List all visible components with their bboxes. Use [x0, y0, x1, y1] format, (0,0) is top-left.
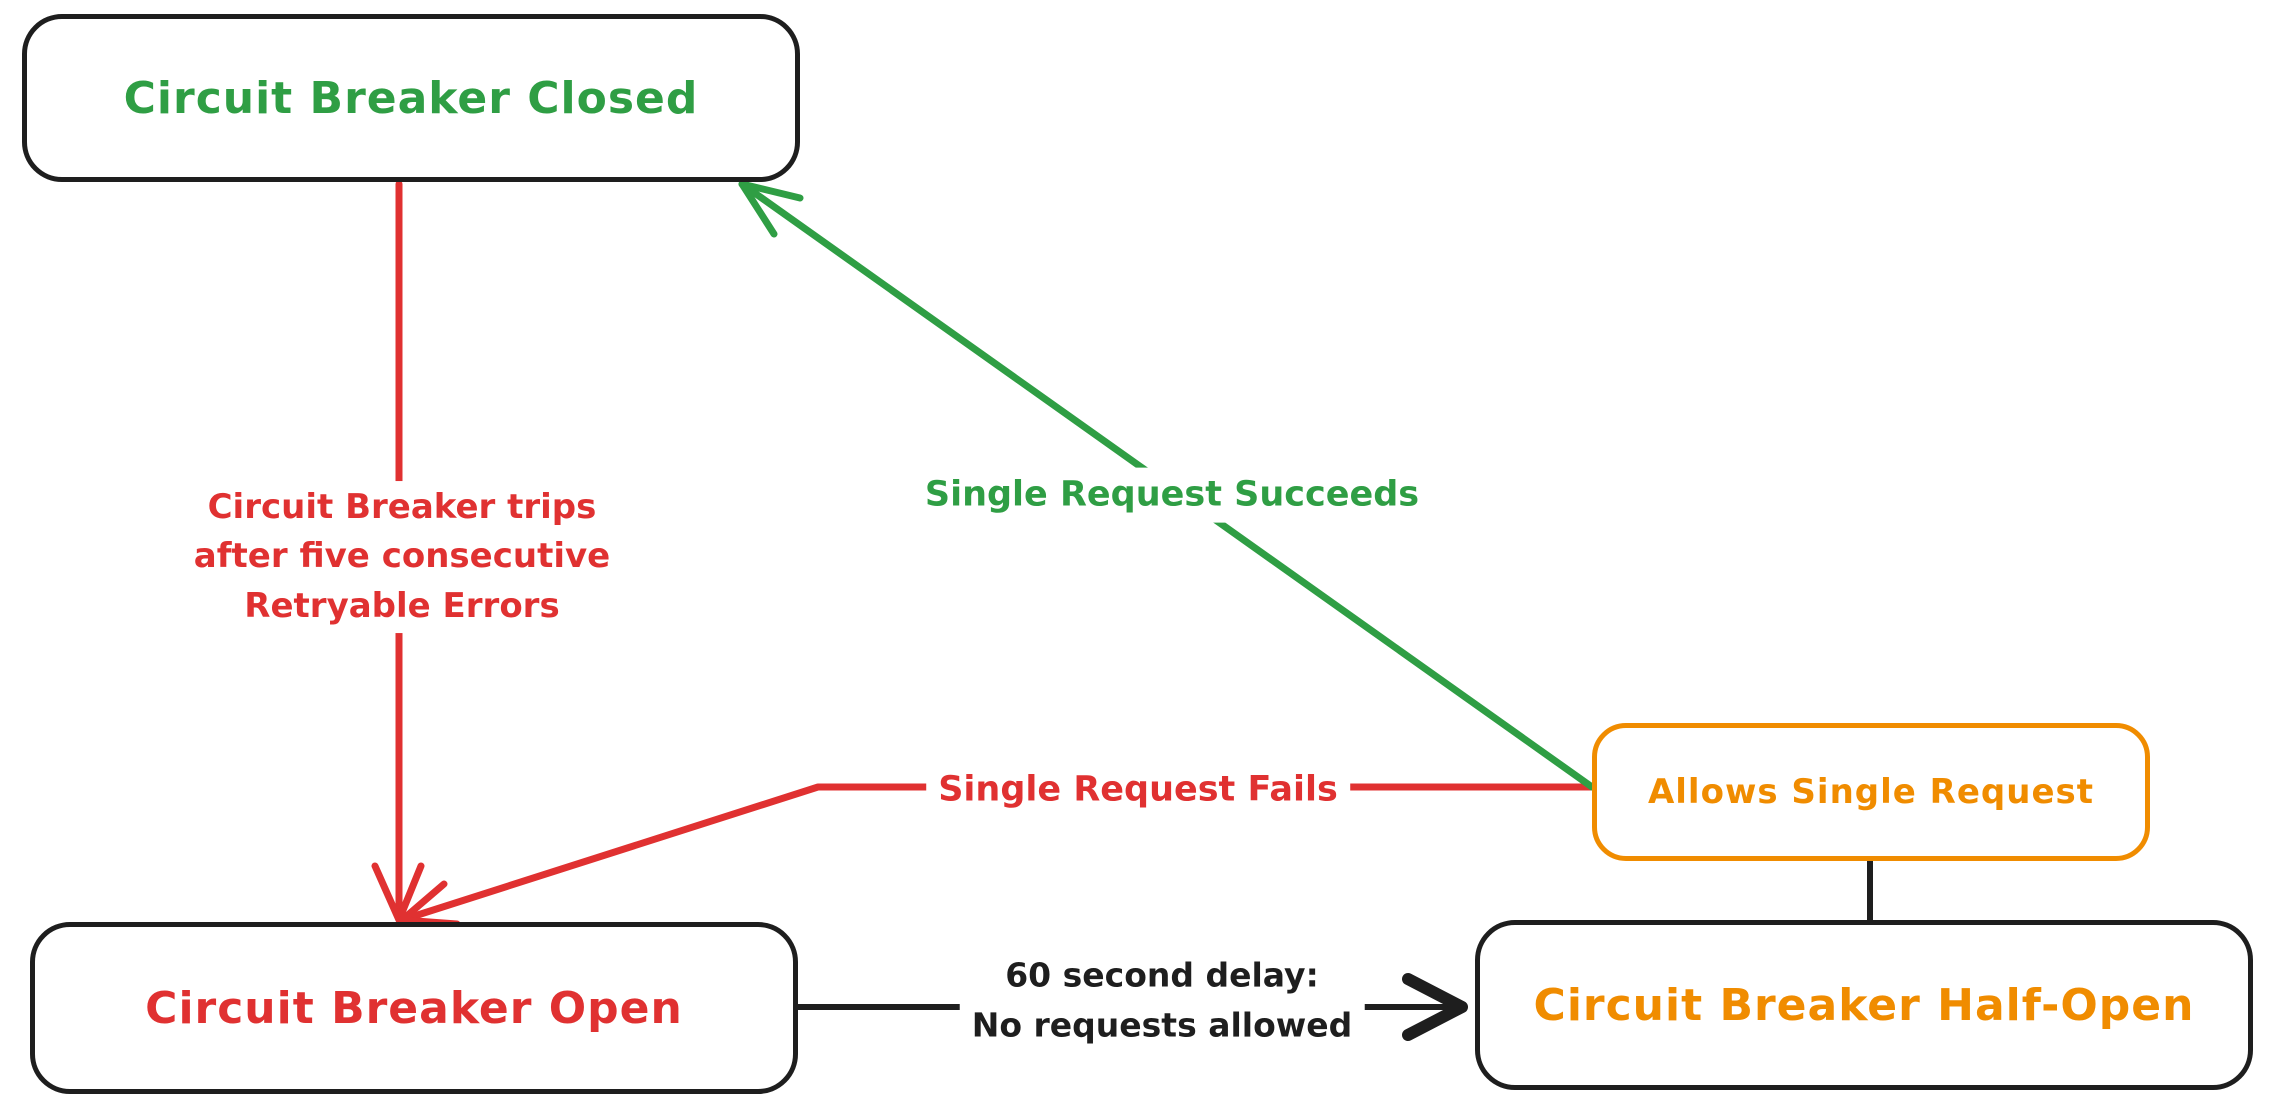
node-half-open-label: Circuit Breaker Half-Open	[1533, 979, 2195, 1031]
edge-label-delay: 60 second delay: No requests allowed	[959, 948, 1365, 1052]
edge-label-single-request-succeeds: Single Request Succeeds	[912, 467, 1432, 523]
edge-label-single-request-fails: Single Request Fails	[926, 762, 1350, 818]
node-allows-single-request: Allows Single Request	[1592, 723, 2150, 861]
node-allows-label: Allows Single Request	[1647, 772, 2095, 812]
node-circuit-breaker-half-open: Circuit Breaker Half-Open	[1475, 920, 2253, 1090]
edge-label-trip: Circuit Breaker trips after five consecu…	[181, 481, 623, 633]
node-circuit-breaker-open: Circuit Breaker Open	[30, 922, 798, 1094]
edge-succeeds-arrowhead	[738, 180, 804, 238]
node-open-label: Circuit Breaker Open	[145, 982, 683, 1034]
node-closed-label: Circuit Breaker Closed	[123, 72, 699, 124]
edge-trip-arrowhead	[371, 862, 425, 924]
edge-delay-arrowhead	[1402, 973, 1468, 1041]
node-circuit-breaker-closed: Circuit Breaker Closed	[22, 14, 800, 182]
